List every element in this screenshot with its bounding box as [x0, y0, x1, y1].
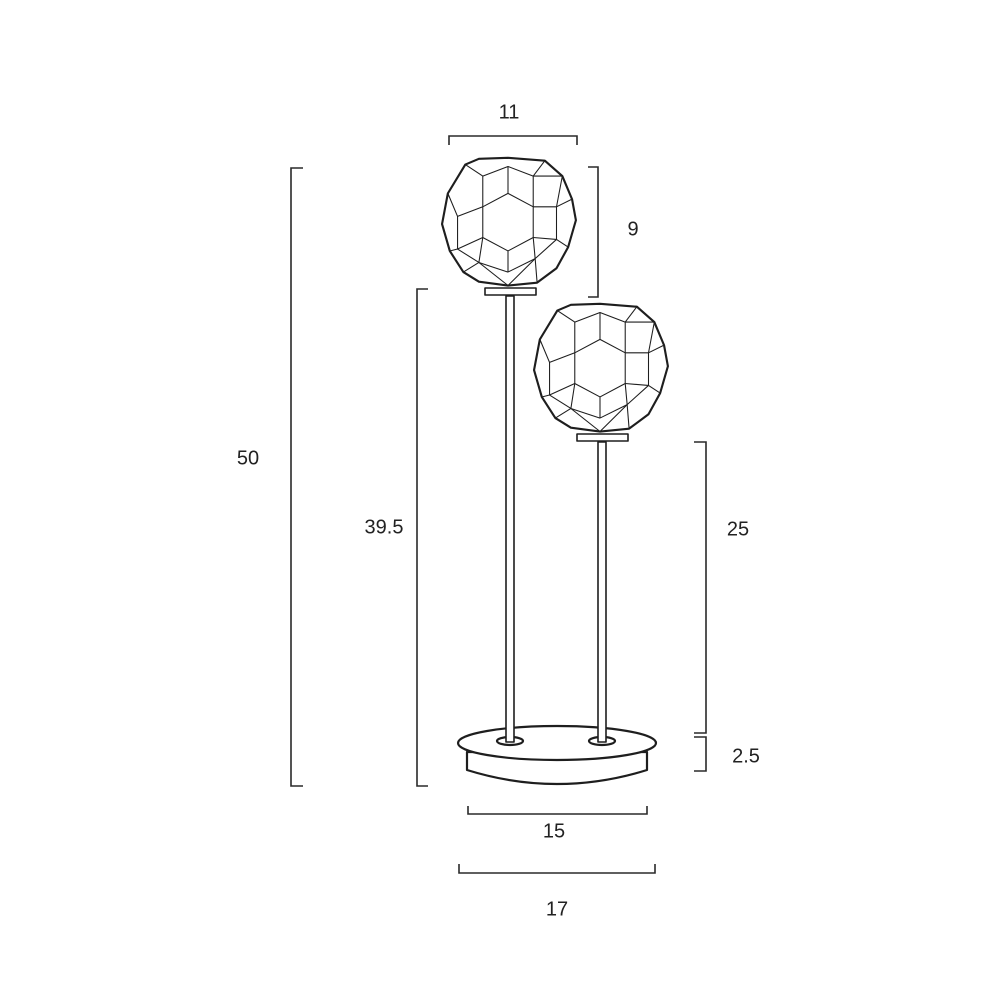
- label-tall-stem-height: 39.5: [364, 516, 404, 539]
- short-stem: [597, 441, 607, 743]
- short-shade-holder: [576, 433, 629, 442]
- dim-shade-width: [448, 135, 578, 145]
- dim-base-inner: [467, 806, 648, 815]
- label-base-outer-width: 17: [545, 898, 569, 921]
- tall-shade: [440, 156, 577, 287]
- tall-shade-holder: [484, 287, 537, 296]
- label-base-height: 2.5: [732, 745, 760, 768]
- label-shade-width: 11: [498, 101, 520, 124]
- dim-base-outer: [458, 864, 656, 874]
- dim-shade-height: [588, 166, 599, 298]
- lamp-base: [456, 724, 658, 786]
- short-shade: [532, 302, 669, 433]
- dim-tall-stem: [416, 288, 428, 787]
- label-shade-height: 9: [627, 218, 639, 241]
- dim-base-height: [694, 736, 707, 772]
- label-base-inner-width: 15: [542, 820, 566, 843]
- dim-short-stem: [694, 441, 707, 734]
- tall-stem: [505, 295, 515, 743]
- label-short-stem-height: 25: [726, 518, 750, 541]
- dim-overall-height: [290, 167, 303, 787]
- label-overall-height: 50: [236, 447, 260, 470]
